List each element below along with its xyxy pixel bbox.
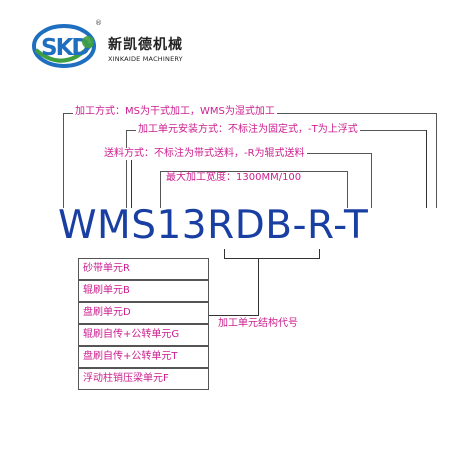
unit-item: 砂带单元R	[78, 258, 209, 280]
unit-item: 辊刷单元B	[78, 280, 209, 302]
company-name-cn: 新凯德机械	[108, 37, 183, 53]
unit-item: 辊刷自传+公转单元G	[78, 324, 209, 346]
label-processing-method: 加工方式：MS为干式加工，WMS为湿式加工	[73, 106, 277, 118]
unit-item-label: 盘刷自传+公转单元T	[83, 351, 178, 362]
brand-logo: SKD	[30, 22, 98, 70]
unit-item: 盘刷单元D	[78, 302, 209, 324]
label-feeding-method: 送料方式：不标注为带式送料，-R为辊式送料	[102, 148, 307, 160]
unit-item: 浮动柱销压梁单元F	[78, 368, 209, 390]
logo-emblem-icon: SKD	[32, 24, 96, 68]
unit-item-label: 盘刷单元D	[83, 307, 131, 318]
label-unit-installation: 加工单元安装方式：不标注为固定式，-T为上浮式	[136, 124, 360, 136]
unit-item-label: 浮动柱销压梁单元F	[83, 373, 169, 384]
model-code: WMS13RDB-R-T	[58, 203, 369, 248]
label-max-width: 最大加工宽度：1300MM/100	[166, 172, 302, 183]
registered-mark: ®	[95, 19, 102, 27]
unit-item-label: 辊刷单元B	[83, 285, 130, 296]
logo-letters: SKD	[41, 35, 89, 61]
unit-item-label: 辊刷自传+公转单元G	[83, 329, 180, 340]
company-name-en: XINKAIDE MACHINERY	[108, 55, 183, 63]
bracket-max-width	[160, 171, 348, 208]
unit-item: 盘刷自传+公转单元T	[78, 346, 209, 368]
unit-item-label: 砂带单元R	[83, 263, 130, 274]
label-unit-structure-code: 加工单元结构代号	[218, 318, 298, 329]
